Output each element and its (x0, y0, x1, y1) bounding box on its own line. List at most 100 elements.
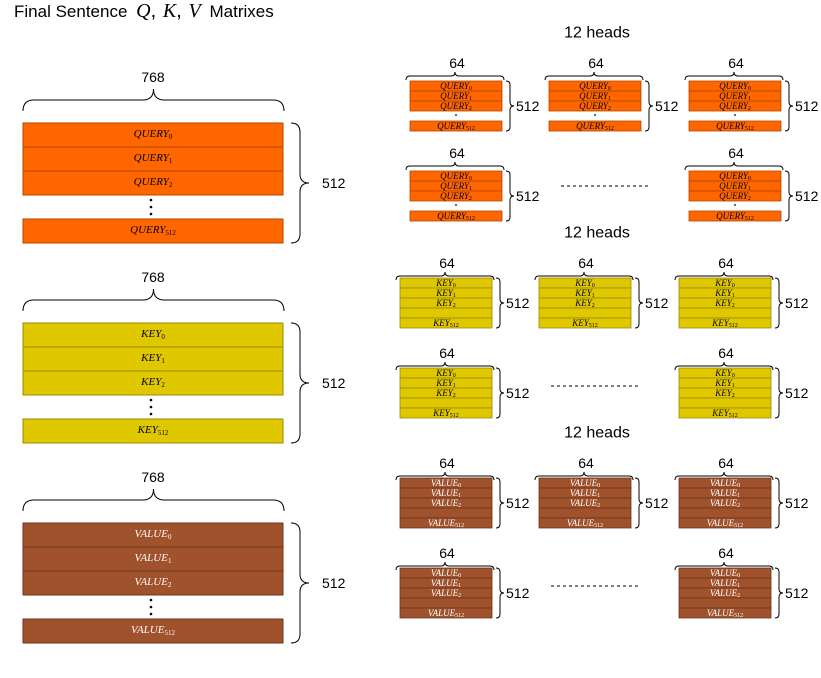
key-head-row-filler (538, 307, 632, 319)
value-head-width-brace (395, 561, 495, 571)
value-ellipsis-dot-2 (149, 612, 153, 616)
query-width-brace (22, 88, 285, 112)
query-head-rows-brace (784, 170, 794, 222)
key-head-row-label-2: KEY2 (574, 298, 595, 309)
value-head-width-label: 64 (578, 455, 594, 471)
key-head-row-label-last: KEY512 (432, 318, 459, 329)
key-head-width-label: 64 (718, 255, 734, 271)
value-row-last (22, 618, 284, 644)
key-head-row-label-0: KEY0 (714, 368, 735, 379)
query-head-row-2 (409, 100, 503, 112)
key-row-last (22, 418, 284, 444)
value-head-row-label-2: VALUE2 (431, 588, 461, 599)
key-head-row-label-last: KEY512 (711, 408, 738, 419)
key-head-width-label: 64 (578, 255, 594, 271)
value-row-label-1: VALUE1 (135, 552, 172, 565)
value-head-row-filler (538, 507, 632, 519)
query-head-row-last (548, 120, 642, 132)
value-head-rows-label: 512 (645, 495, 669, 511)
value-head-row-label-2: VALUE2 (710, 588, 740, 599)
query-head-dot (594, 114, 596, 116)
query-head-row-label-last: QUERY512 (716, 121, 754, 132)
key-head-rows-brace (495, 277, 505, 329)
key-head-width-brace (395, 271, 495, 281)
key-width-brace (22, 288, 285, 312)
value-head-row-label-last: VALUE512 (428, 518, 464, 529)
query-head-width-brace (544, 71, 644, 81)
query-row-2 (22, 170, 284, 196)
key-head-rows-label: 512 (785, 295, 809, 311)
title-suffix: Matrixes (209, 2, 273, 21)
key-head-row-filler (678, 307, 772, 319)
value-head-width-label: 64 (439, 545, 455, 561)
value-row-label-2: VALUE2 (135, 576, 172, 589)
key-head-row-last (399, 407, 493, 419)
key-head-width-brace (674, 271, 774, 281)
query-row-label-last: QUERY512 (130, 224, 176, 237)
key-head-row-label-1: KEY1 (714, 288, 735, 299)
query-head-row-last (409, 210, 503, 222)
query-head-row-label-last: QUERY512 (437, 211, 475, 222)
key-head-row-label-last: KEY512 (571, 318, 598, 329)
key-row-label-0: KEY0 (140, 328, 165, 341)
key-head-width-label: 64 (439, 255, 455, 271)
value-head-row-label-0: VALUE0 (710, 568, 740, 579)
key-ellipsis-dot-2 (149, 412, 153, 416)
value-head-row-label-1: VALUE1 (710, 578, 740, 589)
query-head-row-last (688, 120, 782, 132)
value-head-row-label-2: VALUE2 (710, 498, 740, 509)
key-head-row-label-2: KEY2 (714, 388, 735, 399)
query-head-width-brace (405, 161, 505, 171)
query-head-row-label-2: QUERY2 (719, 191, 751, 202)
key-head-row-last (538, 317, 632, 329)
key-head-row-label-2: KEY2 (714, 298, 735, 309)
key-head-row-label-1: KEY1 (435, 378, 456, 389)
key-head-width-label: 64 (439, 345, 455, 361)
value-head-row-last (678, 607, 772, 619)
value-head-row-label-2: VALUE2 (431, 498, 461, 509)
key-head-row-filler (399, 307, 493, 319)
query-head-row-label-last: QUERY512 (716, 211, 754, 222)
key-row-1 (22, 346, 284, 372)
title-k: K (162, 0, 178, 22)
query-head-row-label-2: QUERY2 (440, 191, 472, 202)
key-head-row-filler (678, 397, 772, 409)
value-head-row-filler (399, 597, 493, 609)
query-rows-label: 512 (322, 175, 346, 191)
query-head-rows-brace (505, 80, 515, 132)
query-head-rows-label: 512 (655, 98, 679, 114)
key-width-label: 768 (141, 269, 165, 285)
value-head-width-label: 64 (718, 545, 734, 561)
value-head-width-brace (395, 471, 495, 481)
key-head-row-label-1: KEY1 (435, 288, 456, 299)
title-v: V (189, 0, 204, 22)
value-head-row-label-0: VALUE0 (710, 478, 740, 489)
key-head-row-label-0: KEY0 (574, 278, 595, 289)
value-head-rows-label: 512 (785, 495, 809, 511)
key-head-rows-label: 512 (506, 385, 530, 401)
query-rows-brace (290, 122, 310, 244)
key-head-row-last (399, 317, 493, 329)
key-head-width-brace (674, 361, 774, 371)
query-head-row-label-1: QUERY1 (719, 91, 751, 102)
key-heads: 12 heads64KEY0KEY1KEY2KEY51251264KEY0KEY… (395, 225, 809, 419)
value-head-width-label: 64 (439, 455, 455, 471)
query-head-rows-brace (644, 80, 654, 132)
query-head-row-label-1: QUERY1 (440, 91, 472, 102)
query-head-rows-label: 512 (795, 98, 819, 114)
title-q: Q (136, 0, 151, 22)
value-ellipsis-dot-0 (149, 598, 153, 602)
value-row-0 (22, 522, 284, 548)
key-head-row-last (678, 407, 772, 419)
